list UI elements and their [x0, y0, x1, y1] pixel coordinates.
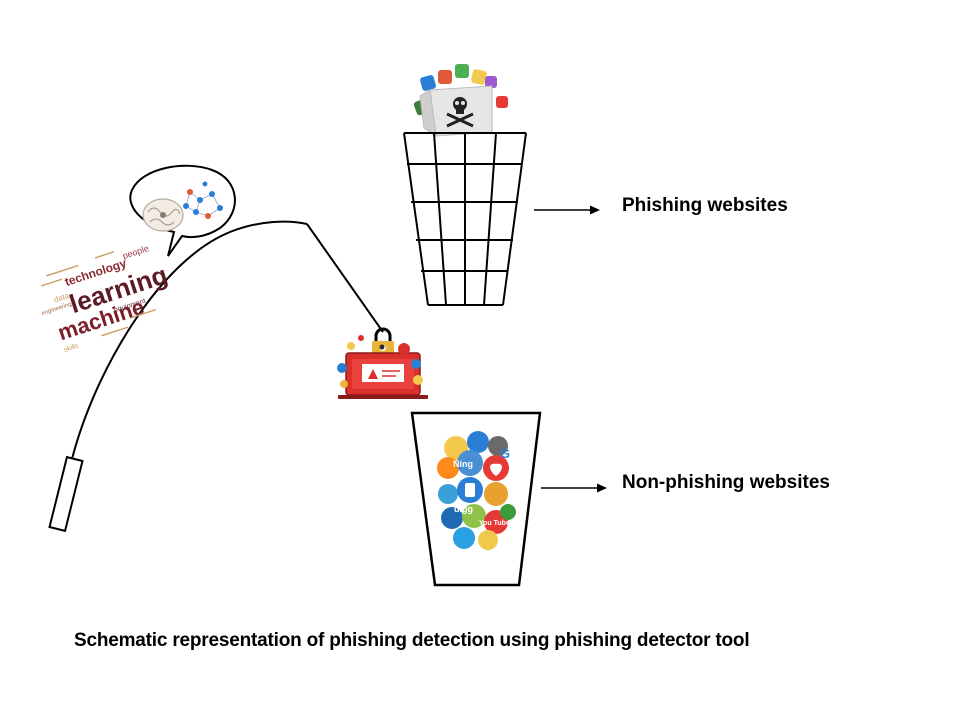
lock-shackle-icon [374, 327, 392, 342]
rod-curve [71, 220, 308, 460]
rod-line-to-lock [306, 223, 384, 333]
phishing-basket [403, 132, 527, 306]
skull-crossbones-icon [446, 97, 474, 128]
phishing-box-icon [413, 64, 508, 138]
word-cloud-people: people [121, 243, 150, 261]
neural-network-icon [183, 181, 223, 219]
icon-ning: Ning [453, 459, 473, 469]
phishing-websites-label: Phishing websites [622, 195, 788, 216]
thought-bubble [129, 164, 236, 257]
arrow-non-phishing [541, 483, 607, 493]
non-phishing-bucket: Ning digg You Tube G [410, 411, 542, 587]
icon-youtube: You Tube [479, 520, 510, 527]
social-media-icons-cluster: Ning digg You Tube G [437, 431, 516, 550]
word-cloud-skills: skills [63, 342, 80, 353]
word-cloud: machine learning technology people data … [40, 243, 171, 354]
non-phishing-websites-label: Non-phishing websites [622, 472, 830, 493]
brain-icon [142, 198, 184, 232]
rod-handle [48, 455, 84, 533]
arrow-phishing [534, 205, 600, 215]
icon-digg: digg [454, 504, 473, 514]
phishing-warning-laptop-icon [337, 327, 428, 399]
figure-caption: Schematic representation of phishing det… [74, 630, 750, 651]
icon-google: G [500, 446, 510, 461]
